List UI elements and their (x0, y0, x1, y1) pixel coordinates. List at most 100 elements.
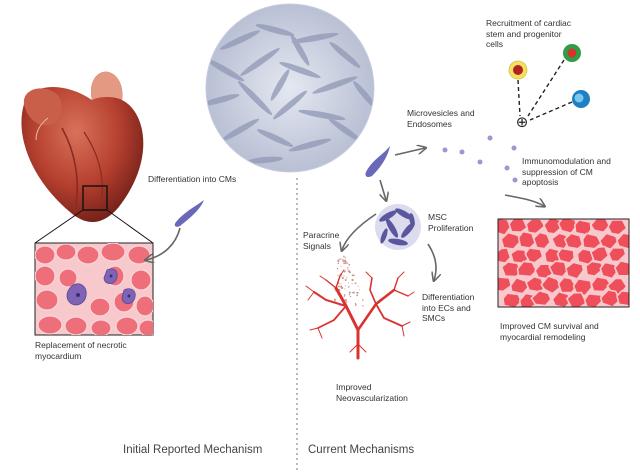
paracrine-particle (340, 285, 343, 288)
cardiomyocyte (551, 290, 571, 307)
paracrine-particle (345, 262, 347, 264)
label-immunomodulation: Immunomodulation and suppression of CM a… (522, 156, 611, 187)
arrow-to-cm-survival (504, 194, 544, 206)
paracrine-particle (347, 282, 349, 284)
cardiomyocyte (524, 247, 544, 264)
paracrine-particle (343, 275, 345, 277)
paracrine-particle (348, 271, 351, 274)
paracrine-particle (340, 275, 342, 277)
cardiomyocyte (589, 219, 611, 234)
paracrine-particles (332, 255, 364, 307)
msc-culture-dish (205, 3, 375, 173)
healthy-myocardium-panel (497, 218, 630, 308)
paracrine-particle (338, 283, 340, 285)
paracrine-particle (347, 286, 350, 288)
zoom-line-left (34, 209, 84, 244)
msc-proliferation-cluster (375, 204, 421, 250)
paracrine-particle (334, 290, 336, 292)
arrow-to-vesicles (394, 148, 425, 156)
paracrine-particle (355, 292, 357, 294)
paracrine-particle (341, 276, 344, 280)
paracrine-particle (340, 283, 342, 285)
cardiomyocyte (557, 219, 578, 235)
paracrine-particle (344, 259, 346, 262)
progenitor-cell-blue (572, 90, 590, 108)
paracrine-particle (362, 299, 364, 301)
cardiomyocyte (498, 247, 512, 264)
cardiomyocyte (530, 289, 552, 307)
paracrine-particle (340, 258, 342, 260)
paracrine-particle (343, 255, 345, 258)
zoom-line-right (106, 209, 154, 244)
progenitor-cell-green (563, 44, 581, 62)
cardiomyocyte (572, 277, 593, 297)
cardiomyocyte (516, 260, 538, 278)
paracrine-particle (344, 294, 346, 296)
paracrine-particle (352, 291, 355, 294)
arrow-to-differentiation-ecs (427, 243, 436, 280)
paracrine-particle (344, 299, 347, 302)
cardiomyocyte (563, 232, 584, 250)
paracrine-particle (337, 262, 340, 265)
cardiomyocyte (565, 291, 588, 307)
paracrine-particle (341, 287, 344, 289)
paracrine-particle (351, 291, 354, 294)
paracrine-particle (353, 274, 355, 277)
progenitor-cell-red (508, 60, 528, 80)
paracrine-particle (351, 278, 354, 282)
paracrine-particle (347, 267, 349, 269)
cardiomyocyte (498, 276, 513, 293)
cardiomyocyte (607, 219, 628, 236)
cardiomyocyte (557, 276, 577, 294)
paracrine-particle (347, 269, 349, 271)
arrow-to-paracrine (342, 213, 377, 250)
label-paracrine: Paracrine Signals (303, 230, 340, 251)
paracrine-particle (357, 285, 359, 287)
label-improved-cm: Improved CM survival and myocardial remo… (500, 321, 599, 342)
blood-vessel-tree (305, 269, 415, 360)
paracrine-particle (356, 291, 359, 294)
paracrine-particle (354, 303, 357, 305)
cardiomyocyte (583, 292, 604, 307)
cardiomyocyte (565, 261, 585, 280)
left-msc-cell (174, 200, 204, 227)
dashed-line-red (517, 79, 521, 117)
central-msc-cell (365, 146, 390, 177)
cardiomyocyte (607, 246, 627, 263)
cardiomyocyte (502, 292, 523, 307)
paracrine-particle (348, 293, 351, 296)
cardiomyocyte (581, 232, 603, 250)
cardiomyocyte (548, 260, 568, 278)
paracrine-particle (342, 259, 344, 262)
cardiomyocyte (556, 247, 576, 264)
cardiomyocyte (613, 259, 629, 277)
cardiomyocyte (532, 231, 552, 250)
label-differentiation-ecs: Differentiation into ECs and SMCs (422, 292, 475, 323)
footer-current-mechanisms: Current Mechanisms (308, 444, 415, 456)
paracrine-particle (349, 295, 352, 298)
paracrine-particle (351, 274, 354, 277)
cardiomyocyte (599, 261, 618, 280)
cardiomyocyte (599, 289, 621, 307)
paracrine-particle (343, 270, 346, 273)
cardiomyocyte (590, 275, 612, 293)
paracrine-particle (336, 267, 339, 270)
paracrine-particle (333, 298, 336, 301)
label-neovascularization: Improved Neovascularization (336, 382, 408, 403)
arrow-to-proliferation (380, 179, 386, 200)
cardiomyocyte (517, 230, 537, 249)
paracrine-particle (348, 291, 351, 294)
paracrine-particle (362, 305, 364, 307)
cardiomyocyte (589, 245, 610, 263)
paracrine-particle (354, 282, 357, 285)
paracrine-particle (344, 279, 347, 281)
paracrine-particle (337, 285, 340, 288)
paracrine-particle (344, 257, 346, 259)
paracrine-particle (351, 282, 353, 285)
necrotic-tissue-panel (34, 242, 154, 336)
label-differentiation-cms: Differentiation into CMs (148, 174, 237, 184)
paracrine-particle (340, 265, 342, 267)
label-msc-proliferation: MSC Proliferation (428, 212, 474, 233)
paracrine-particle (338, 258, 340, 261)
